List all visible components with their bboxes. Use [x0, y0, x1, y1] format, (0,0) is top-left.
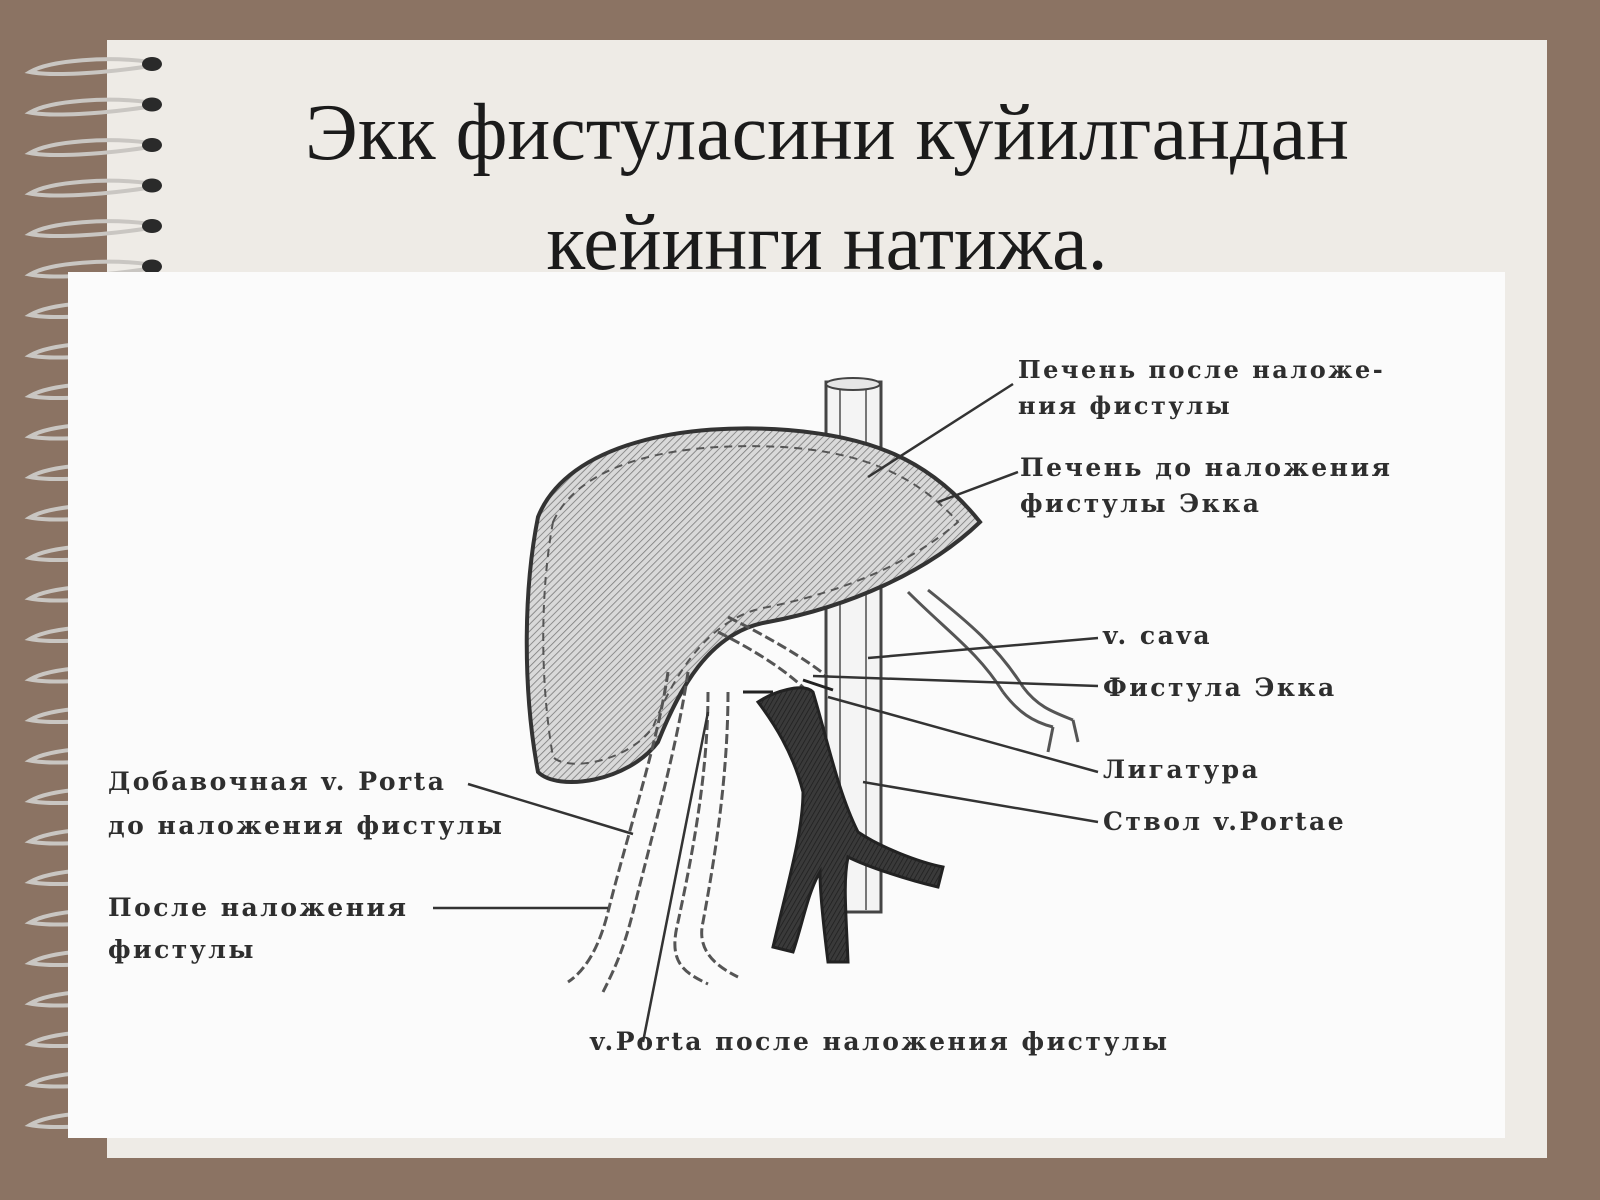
label-after-2: фистулы — [108, 935, 256, 964]
portal-branches — [567, 615, 829, 993]
binding-ring — [24, 97, 151, 117]
slide-title: Экк фистуласини куйилгандан кейинги нати… — [107, 78, 1547, 298]
hepatic-veins — [906, 588, 1080, 753]
eck-fistula-diagram: Печень после наложе- ния фистулы Печень … — [108, 355, 1393, 1056]
label-v-cava: v. cava — [1102, 621, 1212, 650]
label-porta-after: v.Porta после наложения фистулы — [589, 1027, 1170, 1056]
label-accessory-1: Добавочная v. Porta — [108, 767, 446, 796]
figure-panel: Печень после наложе- ния фистулы Печень … — [68, 272, 1505, 1138]
binding-hole — [142, 219, 162, 233]
binding-hole — [142, 178, 162, 193]
binding-hole — [142, 138, 162, 152]
label-after-1: После наложения — [108, 893, 409, 922]
diagram-labels: Печень после наложе- ния фистулы Печень … — [108, 355, 1393, 1056]
label-liver-after-1: Печень после наложе- — [1018, 355, 1385, 384]
ligature-marks — [743, 678, 834, 694]
leader-lines — [433, 382, 1099, 1043]
binding-hole — [142, 259, 162, 274]
title-line-1: Экк фистуласини куйилгандан — [305, 89, 1349, 177]
label-ligature: Лигатура — [1103, 755, 1260, 784]
label-liver-before-2: фистулы Экка — [1020, 489, 1261, 518]
label-accessory-2: до наложения фистулы — [108, 811, 505, 840]
label-fistula: Фистула Экка — [1103, 673, 1337, 702]
binding-ring — [24, 57, 151, 76]
portal-trunk — [755, 686, 945, 964]
binding-hole — [142, 57, 162, 71]
label-liver-before-1: Печень до наложения — [1020, 453, 1393, 482]
binding-hole — [142, 97, 162, 112]
liver — [524, 426, 983, 784]
label-portal-trunk: Ствол v.Portae — [1103, 807, 1346, 836]
binding-ring — [24, 178, 151, 198]
binding-ring — [24, 219, 151, 238]
label-liver-after-2: ния фистулы — [1018, 391, 1232, 420]
binding-ring — [24, 138, 151, 157]
